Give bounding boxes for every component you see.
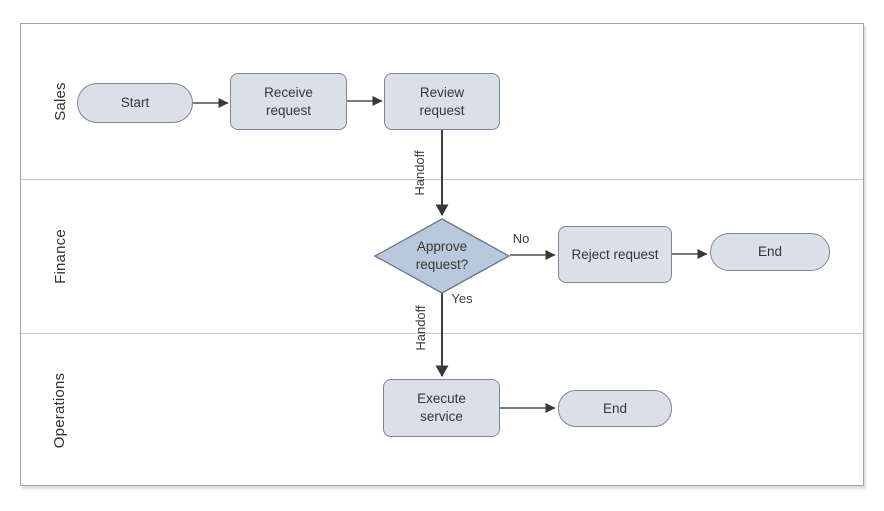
node-receive-request-label: Receive request: [264, 84, 313, 118]
edge-label-handoff-sales-finance: Handoff: [412, 150, 427, 196]
node-execute-service: Execute service: [383, 379, 500, 437]
edge-label-no: No: [512, 231, 530, 246]
lane-label-finance-text: Finance: [51, 229, 69, 284]
edge-label-yes: Yes: [451, 291, 473, 306]
node-review-request-label: Review request: [419, 84, 465, 118]
lane-label-operations: Operations: [35, 334, 85, 487]
lane-label-finance: Finance: [35, 180, 85, 333]
node-end-operations: End: [558, 390, 672, 427]
edge-label-handoff-finance-operations: Handoff: [413, 305, 428, 351]
node-end-finance-label: End: [757, 244, 783, 259]
node-execute-service-label: Execute service: [417, 391, 466, 424]
lane-label-operations-text: Operations: [51, 372, 69, 449]
node-end-operations-label: End: [602, 400, 628, 416]
node-review-request: Review request: [384, 73, 500, 130]
node-end-finance: End: [710, 233, 830, 271]
decision-diamond-shape: [374, 218, 510, 294]
node-approve-request-label: Approve request?: [415, 239, 469, 272]
node-start-label: Start: [120, 95, 150, 110]
node-approve-request-decision: Approve request?: [374, 218, 510, 294]
lane-label-sales-text: Sales: [51, 82, 69, 121]
node-reject-request: Reject request: [558, 226, 672, 283]
node-reject-request-label: Reject request: [571, 246, 659, 262]
node-receive-request: Receive request: [230, 73, 347, 130]
node-start: Start: [77, 83, 193, 123]
